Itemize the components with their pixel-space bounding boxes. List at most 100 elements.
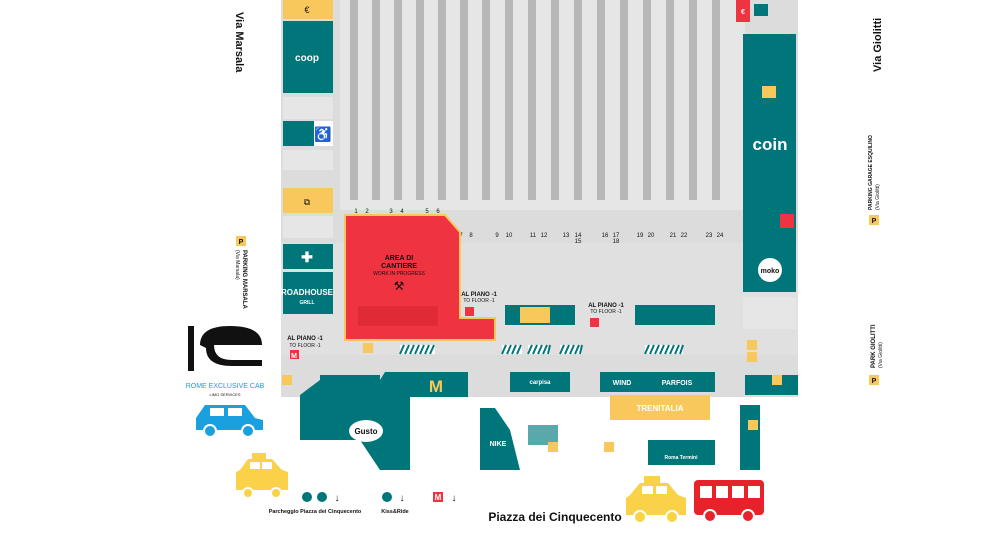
legend-parcheggio-label: Parcheggio Piazza dei Cinquecento [269, 509, 362, 515]
cantiere-title-1: AREA DI [385, 255, 414, 262]
floor-label-en-1: TO FLOOR -1 [289, 343, 321, 349]
floor-label-en-3: TO FLOOR -1 [590, 309, 622, 315]
cantiere-title-2: CANTIERE [381, 263, 417, 270]
service-marker-5 [548, 442, 558, 452]
euro-icon: € [304, 5, 309, 15]
worker-icon: ⚒ [394, 279, 405, 293]
service-marker-7 [748, 420, 758, 430]
track-strip [528, 0, 536, 200]
parking-p-giolitti [869, 375, 879, 385]
track-number: 14 [575, 233, 582, 239]
track-strip [482, 0, 490, 200]
legend-kiss-ride-label: Kiss&Ride [381, 509, 409, 515]
roadhouse-logo: ROADHOUSE [281, 288, 334, 297]
shop-yellow-mid [520, 307, 550, 323]
track-number: 6 [436, 209, 440, 215]
track-number: 9 [495, 233, 499, 239]
parking-marsala-title: PARKING MARSALA [241, 250, 247, 310]
street-via-giolitti: Via Giolitti [872, 18, 884, 72]
crossing [501, 344, 522, 355]
track-number: 5 [425, 209, 429, 215]
parking-giolitti-sub: (Via Giolitti) [878, 342, 884, 368]
platform-area [340, 0, 745, 210]
cantiere-subtitle: WORK IN PROGRESS [373, 271, 425, 277]
limo-logo-mark [200, 326, 262, 366]
track-number: 21 [670, 233, 677, 239]
gusto-logo: Gusto [354, 427, 377, 436]
wheelchair-box [314, 121, 333, 146]
parking-garage-sub: (Via Giolitti) [875, 184, 881, 210]
block-gray-3 [283, 150, 333, 170]
block-gray-2 [283, 97, 333, 119]
block-gray-4 [283, 216, 333, 238]
bus-icon [694, 480, 764, 523]
store-coop [283, 21, 333, 93]
track-strip [438, 0, 446, 200]
track-number: 20 [648, 233, 655, 239]
track-number: 1 [354, 209, 358, 215]
trenitalia-logo: TRENITALIA [637, 404, 684, 413]
parking-giolitti-title: PARK GIOLITTI [871, 324, 877, 368]
track-number: 15 [575, 239, 582, 245]
track-numbers: 123456789101112131415161718192021222324 [354, 209, 724, 245]
limo-logo-bar [188, 326, 194, 371]
limo-sub: LIMO SERVICES [209, 392, 240, 397]
crossing [399, 344, 435, 355]
service-marker-2 [747, 340, 757, 350]
track-number: 11 [530, 233, 537, 239]
mcdonalds-logo: M [429, 377, 443, 396]
track-strip [551, 0, 559, 200]
service-marker-4 [604, 442, 614, 452]
arrow-down-icon-2: ↓ [400, 493, 405, 504]
taxi-icon-right [626, 476, 686, 524]
shops-row-2 [635, 305, 715, 325]
limo-logo: ROME EXCLUSIVE CAB LIMO SERVICES [186, 326, 265, 397]
track-strip [350, 0, 358, 200]
metro-icon-3 [590, 318, 599, 327]
track-number: 7 [459, 233, 463, 239]
parking-marsala-sub: (Via Marsala) [234, 250, 240, 280]
store-wind [600, 372, 640, 392]
crossing [644, 344, 684, 355]
taxi-icon-left [236, 453, 288, 499]
track-number: 8 [469, 233, 473, 239]
track-number: 23 [706, 233, 713, 239]
moko-logo: moko [761, 268, 780, 275]
service-marker-3 [747, 352, 757, 362]
metro-icon-1 [290, 350, 299, 359]
legend-parcheggio: ↓ Parcheggio Piazza dei Cinquecento [269, 492, 362, 515]
track-number: 4 [400, 209, 404, 215]
store-gusto [300, 372, 410, 470]
parking-p-garage [869, 215, 879, 225]
store-trenitalia [610, 395, 710, 420]
coin-logo: coin [753, 135, 788, 154]
metro-icon-2 [465, 307, 474, 316]
euro-icon-right: € [741, 9, 745, 16]
track-strip [416, 0, 424, 200]
roma-termini-logo: Roma Termini [665, 455, 699, 461]
parking-p-marsala [236, 236, 246, 246]
track-strip [666, 0, 674, 200]
crossing [559, 344, 583, 355]
track-number: 12 [541, 233, 548, 239]
limo-name: ROME EXCLUSIVE CAB [186, 383, 265, 390]
parking-p-giolitti-letter: P [872, 378, 877, 385]
track-number: 3 [389, 209, 393, 215]
store-roadhouse [283, 272, 333, 314]
service-marker-6 [772, 375, 782, 385]
track-number: 19 [637, 233, 644, 239]
legend-kiss-ride: ↓ Kiss&Ride [381, 492, 409, 515]
accessibility-icon: ♿ [314, 126, 331, 143]
arrow-down-icon: ↓ [335, 493, 340, 504]
bag-icon: ⧉ [304, 197, 311, 207]
nike-logo: NIKE [490, 441, 507, 448]
track-strip [505, 0, 513, 200]
parking-p-garage-letter: P [872, 218, 877, 225]
track-number: 17 [613, 233, 620, 239]
track-number: 18 [613, 239, 620, 245]
track-strip [689, 0, 697, 200]
store-nike [480, 408, 520, 470]
parking-garage-title: PARKING GARAGE ESQUILINO [868, 135, 874, 210]
legend-metro-m: M [435, 493, 442, 502]
